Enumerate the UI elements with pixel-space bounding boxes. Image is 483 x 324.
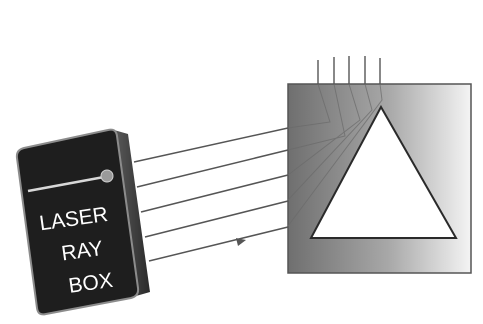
ray-arrowhead: [236, 238, 246, 246]
incoming-ray-1: [134, 128, 288, 162]
laser-box-knob: [101, 170, 113, 182]
emergent-rays: [318, 56, 380, 84]
incoming-ray-5: [149, 227, 288, 261]
incoming-rays: [134, 128, 288, 261]
laser-ray-box: LASER RAY BOX: [17, 130, 150, 315]
